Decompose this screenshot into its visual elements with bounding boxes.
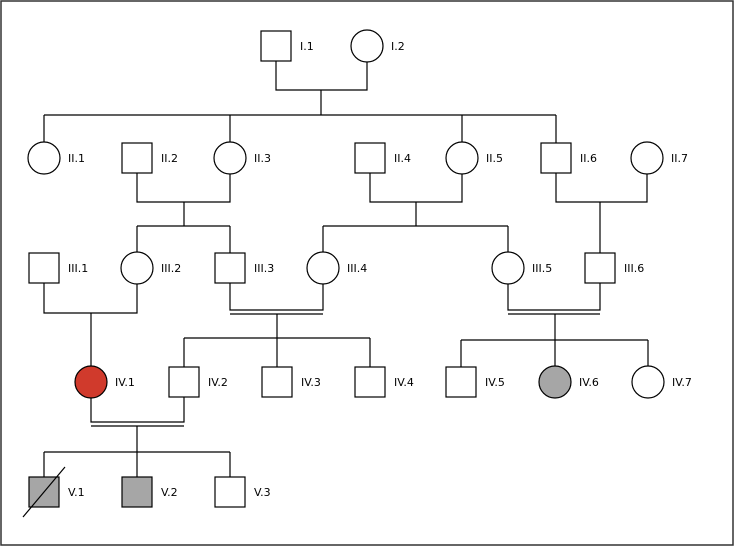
individual-label: II.2 [161, 152, 178, 165]
individual-label: IV.1 [115, 376, 135, 389]
male-symbol [168, 366, 200, 398]
individual-label: IV.2 [208, 376, 228, 389]
male-symbol [354, 366, 386, 398]
individual-iv-6: IV.6 [538, 365, 599, 399]
individual-ii-1: II.1 [27, 141, 85, 175]
individual-ii-3: II.3 [213, 141, 271, 175]
female-symbol [120, 251, 154, 285]
male-symbol [214, 476, 246, 508]
male-symbol [584, 252, 616, 284]
female-symbol [491, 251, 525, 285]
individual-v-2: V.2 [121, 476, 178, 508]
male-symbol [261, 366, 293, 398]
individual-v-1: V.1 [22, 466, 85, 518]
individual-iv-3: IV.3 [261, 366, 321, 398]
individual-iii-6: III.6 [584, 252, 644, 284]
individual-label: II.5 [486, 152, 503, 165]
female-symbol [630, 141, 664, 175]
individual-ii-4: II.4 [354, 142, 411, 174]
individual-label: III.6 [624, 262, 644, 275]
individual-label: V.2 [161, 486, 178, 499]
male-symbol [260, 30, 292, 62]
individual-ii-5: II.5 [445, 141, 503, 175]
individual-label: III.5 [532, 262, 552, 275]
individual-label: IV.3 [301, 376, 321, 389]
individual-label: II.3 [254, 152, 271, 165]
individual-v-3: V.3 [214, 476, 271, 508]
individual-label: I.1 [300, 40, 314, 53]
male-symbol [540, 142, 572, 174]
individual-iii-3: III.3 [214, 252, 274, 284]
individual-iv-1: IV.1 [74, 365, 135, 399]
male-symbol [214, 252, 246, 284]
union-line-III5-III6 [507, 283, 601, 311]
individual-label: V.3 [254, 486, 271, 499]
affected-male-symbol [121, 476, 153, 508]
individual-label: IV.6 [579, 376, 599, 389]
individual-iv-2: IV.2 [168, 366, 228, 398]
individual-iii-1: III.1 [28, 252, 88, 284]
male-symbol [28, 252, 60, 284]
male-symbol [121, 142, 153, 174]
individual-label: III.4 [347, 262, 367, 275]
individual-iv-7: IV.7 [631, 365, 692, 399]
individual-label: II.7 [671, 152, 688, 165]
male-symbol [445, 366, 477, 398]
individual-iii-2: III.2 [120, 251, 181, 285]
individual-iii-4: III.4 [306, 251, 367, 285]
female-symbol [445, 141, 479, 175]
female-symbol [631, 365, 665, 399]
individual-i-2: I.2 [350, 29, 405, 63]
individual-label: III.2 [161, 262, 181, 275]
proband-female-symbol [74, 365, 108, 399]
individual-label: I.2 [391, 40, 405, 53]
individual-iv-5: IV.5 [445, 366, 505, 398]
union-line-II6-II7 [555, 173, 648, 203]
union-line-IV1-IV2 [90, 397, 185, 423]
individual-label: IV.5 [485, 376, 505, 389]
female-symbol [213, 141, 247, 175]
individual-label: II.1 [68, 152, 85, 165]
individual-label: IV.7 [672, 376, 692, 389]
deceased-slash [22, 466, 66, 518]
pedigree-lines [43, 61, 649, 477]
individual-i-1: I.1 [260, 30, 314, 62]
individual-label: V.1 [68, 486, 85, 499]
affected-female-symbol [538, 365, 572, 399]
individual-label: IV.4 [394, 376, 414, 389]
female-symbol [306, 251, 340, 285]
individual-ii-6: II.6 [540, 142, 597, 174]
female-symbol [27, 141, 61, 175]
individual-label: III.3 [254, 262, 274, 275]
individual-label: III.1 [68, 262, 88, 275]
male-symbol [354, 142, 386, 174]
individual-iii-5: III.5 [491, 251, 552, 285]
individual-ii-2: II.2 [121, 142, 178, 174]
individual-ii-7: II.7 [630, 141, 688, 175]
individual-iv-4: IV.4 [354, 366, 414, 398]
individual-label: II.6 [580, 152, 597, 165]
individual-label: II.4 [394, 152, 411, 165]
female-symbol [350, 29, 384, 63]
union-line-III3-III4 [229, 283, 324, 311]
